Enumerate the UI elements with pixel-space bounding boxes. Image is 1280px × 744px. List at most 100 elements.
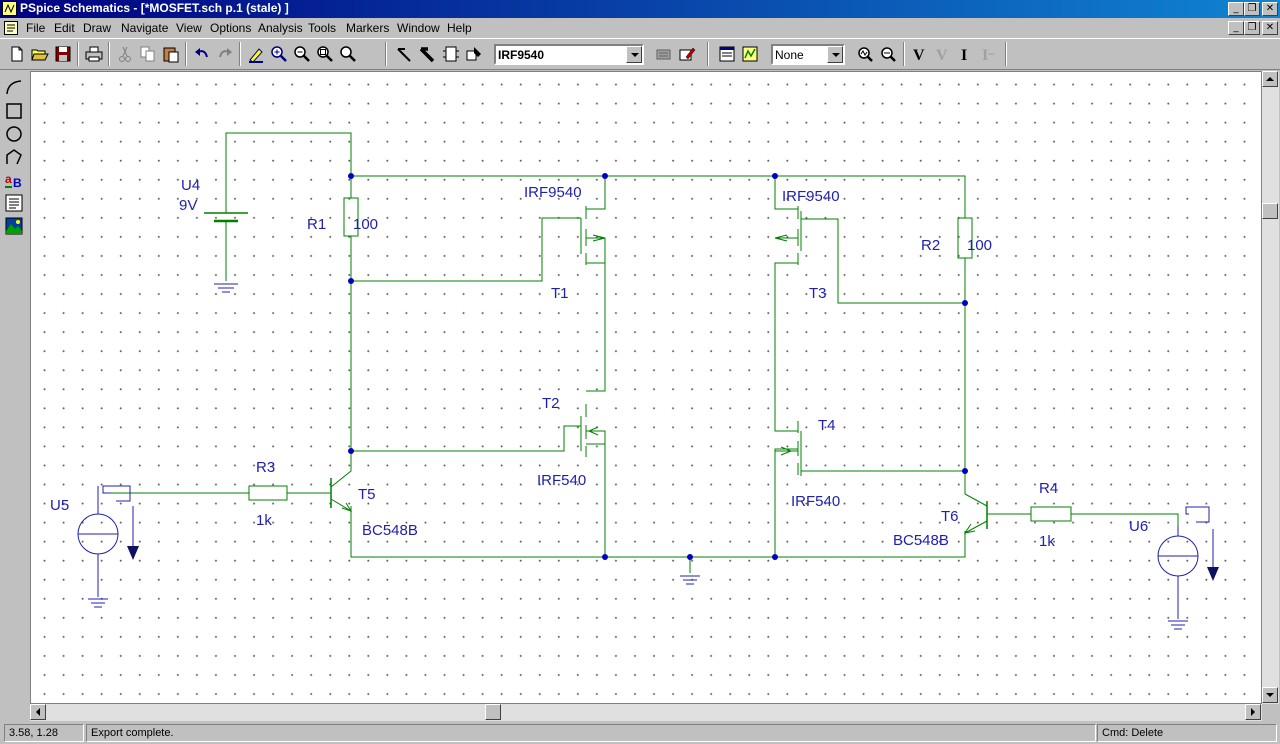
power-marker-icon[interactable]: I — [977, 43, 999, 65]
simulate-icon[interactable] — [739, 43, 761, 65]
document-icon[interactable] — [3, 20, 19, 36]
restore-button[interactable]: ❐ — [1244, 2, 1260, 16]
t3-mosfet[interactable] — [774, 206, 802, 265]
menu-navigate[interactable]: Navigate — [121, 21, 169, 35]
menu-window[interactable]: Window — [397, 21, 440, 35]
r1-label[interactable]: R1 — [307, 216, 326, 233]
circle-tool-icon[interactable] — [4, 124, 24, 144]
zoom-in-icon[interactable] — [268, 43, 290, 65]
r4-value-label[interactable]: 1k — [1039, 533, 1055, 550]
schematic-canvas[interactable]: U4 9V R1 100 R2 100 R3 1k R4 1k IRF9540 … — [30, 71, 1262, 704]
t2-label[interactable]: T2 — [542, 395, 560, 412]
menu-view[interactable]: View — [176, 21, 202, 35]
r3-value-label[interactable]: 1k — [256, 512, 272, 529]
current-marker-icon[interactable]: I — [954, 43, 976, 65]
chevron-down-icon[interactable] — [626, 46, 642, 63]
draw-block-icon[interactable] — [440, 43, 462, 65]
r4-resistor[interactable] — [1030, 506, 1072, 522]
marker-combo[interactable]: None — [771, 44, 845, 65]
doc-minimize-button[interactable]: _ — [1228, 21, 1244, 35]
t2-model-label[interactable]: IRF540 — [537, 472, 586, 489]
menu-file[interactable]: File — [26, 21, 46, 35]
doc-restore-button[interactable]: ❐ — [1244, 21, 1260, 35]
t2-mosfet[interactable] — [580, 404, 606, 457]
menu-tools[interactable]: Tools — [308, 21, 337, 35]
box-tool-icon[interactable] — [4, 101, 24, 121]
t6-label[interactable]: T6 — [941, 508, 959, 525]
copy-icon[interactable] — [137, 43, 159, 65]
scroll-down-button[interactable] — [1262, 687, 1278, 703]
u6-label[interactable]: U6 — [1129, 518, 1148, 535]
r2-resistor[interactable] — [957, 217, 973, 259]
save-icon[interactable] — [52, 43, 74, 65]
t4-mosfet[interactable] — [775, 421, 802, 476]
redo-icon[interactable] — [214, 43, 236, 65]
redraw-icon[interactable] — [245, 43, 267, 65]
setup-analysis-icon[interactable] — [716, 43, 738, 65]
t6-model-label[interactable]: BC548B — [893, 532, 949, 549]
cut-icon[interactable] — [114, 43, 136, 65]
edit-attributes-icon[interactable] — [676, 43, 698, 65]
u4-battery[interactable] — [204, 177, 248, 281]
zoom-out-icon[interactable] — [291, 43, 313, 65]
t4-model-label[interactable]: IRF540 — [791, 493, 840, 510]
scroll-left-button[interactable] — [30, 704, 46, 720]
r3-resistor[interactable] — [248, 485, 288, 501]
probe-zoom-icon[interactable] — [877, 43, 899, 65]
scroll-up-button[interactable] — [1262, 71, 1278, 87]
r3-label[interactable]: R3 — [256, 459, 275, 476]
t1-mosfet[interactable] — [580, 206, 606, 265]
textbox-tool-icon[interactable] — [4, 193, 24, 213]
insert-picture-icon[interactable] — [4, 216, 24, 236]
draw-bus-icon[interactable] — [417, 43, 439, 65]
r1-resistor[interactable] — [343, 197, 359, 237]
voltage-diff-marker-icon[interactable]: V — [931, 43, 953, 65]
t5-label[interactable]: T5 — [358, 486, 376, 503]
t5-transistor[interactable] — [330, 451, 353, 512]
horizontal-scrollbar[interactable] — [30, 704, 1262, 721]
vertical-scroll-thumb[interactable] — [1262, 203, 1278, 219]
close-button[interactable]: ✕ — [1262, 2, 1278, 16]
u4-label[interactable]: U4 — [181, 177, 200, 194]
new-icon[interactable] — [6, 43, 28, 65]
scroll-right-button[interactable] — [1245, 704, 1261, 720]
edit-symbol-icon[interactable] — [653, 43, 675, 65]
print-icon[interactable] — [83, 43, 105, 65]
r2-label[interactable]: R2 — [921, 237, 940, 254]
menu-edit[interactable]: Edit — [54, 21, 75, 35]
probe-icon[interactable] — [854, 43, 876, 65]
part-name-combo[interactable]: IRF9540 — [494, 44, 644, 65]
t3-model-label[interactable]: IRF9540 — [782, 188, 840, 205]
draw-wire-icon[interactable] — [394, 43, 416, 65]
u5-label[interactable]: U5 — [50, 497, 69, 514]
wires[interactable] — [97, 132, 1179, 573]
t4-label[interactable]: T4 — [818, 417, 836, 434]
voltage-marker-icon[interactable]: V — [908, 43, 930, 65]
r4-label[interactable]: R4 — [1039, 480, 1058, 497]
zoom-area-icon[interactable] — [314, 43, 336, 65]
menu-help[interactable]: Help — [447, 21, 472, 35]
u6-pulse-source[interactable] — [1157, 506, 1219, 630]
menu-draw[interactable]: Draw — [83, 21, 112, 35]
t1-model-label[interactable]: IRF9540 — [524, 184, 582, 201]
paste-icon[interactable] — [160, 43, 182, 65]
menu-analysis[interactable]: Analysis — [258, 21, 303, 35]
open-icon[interactable] — [29, 43, 51, 65]
vertical-scrollbar[interactable] — [1262, 71, 1279, 704]
r1-value-label[interactable]: 100 — [353, 216, 378, 233]
arc-tool-icon[interactable] — [4, 78, 24, 98]
u5-pulse-source[interactable] — [77, 485, 139, 608]
u4-value-label[interactable]: 9V — [179, 197, 197, 214]
get-part-icon[interactable] — [463, 43, 485, 65]
horizontal-scroll-thumb[interactable] — [485, 704, 501, 720]
polyline-tool-icon[interactable] — [4, 147, 24, 167]
doc-close-button[interactable]: ✕ — [1262, 21, 1278, 35]
menu-markers[interactable]: Markers — [346, 21, 390, 35]
undo-icon[interactable] — [191, 43, 213, 65]
t3-label[interactable]: T3 — [809, 285, 827, 302]
t1-label[interactable]: T1 — [551, 285, 569, 302]
menu-options[interactable]: Options — [210, 21, 252, 35]
minimize-button[interactable]: _ — [1228, 2, 1244, 16]
chevron-down-icon[interactable] — [827, 46, 843, 63]
